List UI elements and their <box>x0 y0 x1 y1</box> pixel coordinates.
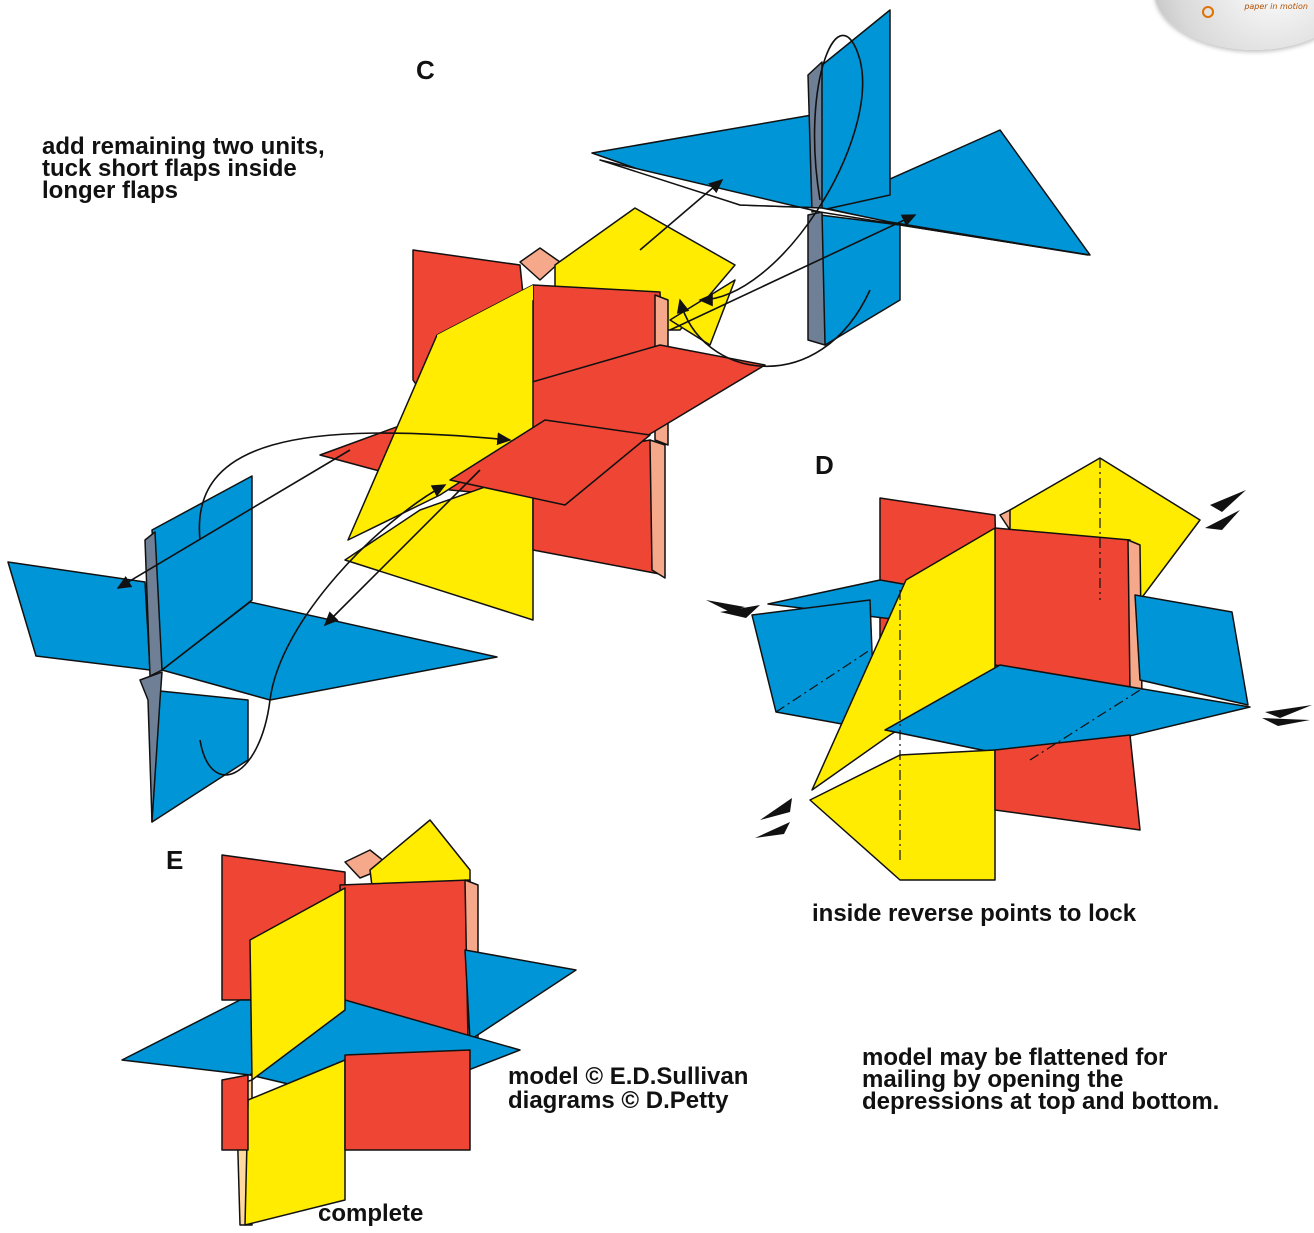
step-c-arrows <box>116 34 917 776</box>
step-d-model <box>751 457 1251 881</box>
logo-text: paper in motion <box>1244 2 1308 11</box>
arrow-curl-upper <box>698 34 864 307</box>
push-arrow-7 <box>760 798 792 820</box>
push-arrow-2 <box>1205 510 1240 530</box>
arrow-curl-lower <box>198 432 512 541</box>
step-d-instruction: inside reverse points to lock <box>812 900 1137 927</box>
logo-swirl-icon <box>1202 6 1214 18</box>
push-arrow-5 <box>1265 705 1312 718</box>
push-arrow-1 <box>1210 490 1246 512</box>
step-d-push-arrows <box>706 490 1312 838</box>
arrow-curl-lower-2 <box>199 484 447 776</box>
arrow-curl-upper-2 <box>676 289 871 368</box>
arrow-lower-1 <box>116 449 351 589</box>
step-c-center-unit <box>319 207 766 621</box>
arrow-lower-2 <box>323 469 481 627</box>
diagrams-credit: diagrams © D.Petty <box>508 1087 729 1114</box>
mailing-note: model may be flattened for mailing by op… <box>862 1044 1220 1115</box>
step-e-caption: complete <box>318 1200 424 1227</box>
arrow-upper-2 <box>669 214 917 331</box>
step-d-label: D <box>815 450 834 480</box>
step-c-lower-blue-unit <box>7 475 498 823</box>
model-credit: model © E.D.Sullivan <box>508 1063 749 1090</box>
step-e-label: E <box>166 845 184 875</box>
step-c-label: C <box>416 55 435 85</box>
arrow-upper-1 <box>639 178 724 251</box>
step-c-upper-blue-unit <box>591 9 1091 346</box>
push-arrow-6 <box>1262 718 1310 726</box>
step-c-instruction: add remaining two units, tuck short flap… <box>42 133 325 204</box>
push-arrow-8 <box>755 822 790 838</box>
push-arrow-4 <box>720 605 760 618</box>
step-e-model <box>121 819 577 1226</box>
push-arrow-3 <box>706 600 745 612</box>
